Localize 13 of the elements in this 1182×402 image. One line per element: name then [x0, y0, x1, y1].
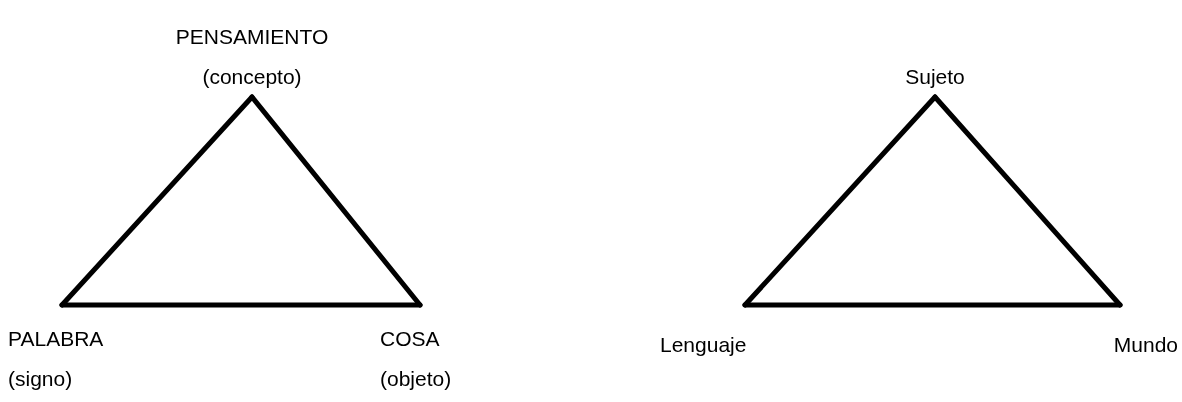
vertex-label: (objeto): [380, 366, 452, 392]
vertex-label: COSA: [380, 326, 440, 352]
vertex-label: (concepto): [202, 64, 302, 90]
triangle-side: [932, 94, 1123, 308]
vertex-label: PALABRA: [8, 326, 104, 352]
vertex-label: (signo): [8, 366, 73, 392]
triangle-side: [249, 94, 423, 308]
triangle-side: [59, 94, 255, 308]
vertex-label: Lenguaje: [660, 332, 747, 358]
vertex-label: PENSAMIENTO: [175, 24, 329, 50]
triangle-side: [742, 94, 938, 308]
vertex-label: Sujeto: [905, 64, 965, 90]
vertex-label: Mundo: [1113, 332, 1178, 358]
